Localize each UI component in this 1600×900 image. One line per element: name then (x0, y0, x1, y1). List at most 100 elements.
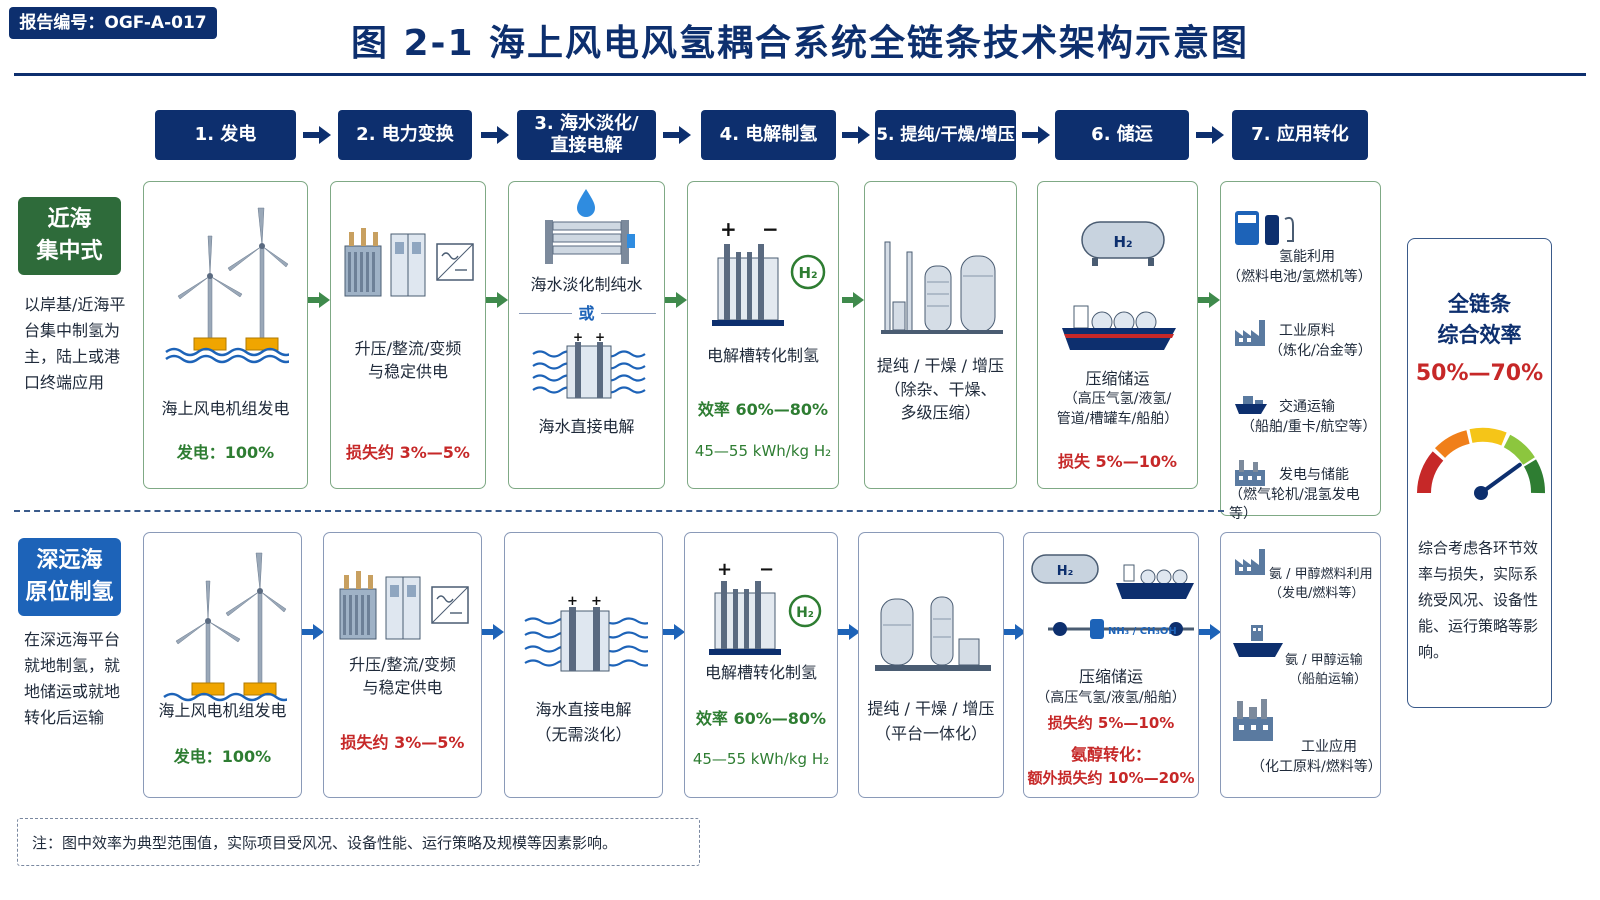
near-desal-label-b: 海水直接电解 (538, 417, 635, 436)
page-title: 图 2-1 海上风电风氢耦合系统全链条技术架构示意图 (350, 23, 1250, 64)
deep-purify-sub: （平台一体化） (874, 724, 987, 743)
near-store-sub: （高压气氢/液氢/ 管道/槽罐车/船舶） (1056, 391, 1179, 427)
step-6-storage: 6. 储运 (1055, 110, 1189, 160)
h2-glyph: H₂ (1113, 233, 1132, 251)
lng-ship-icon (1062, 305, 1176, 350)
near-purify-sub: （除杂、干燥、 多级压缩） (884, 380, 997, 422)
row-tag-deepsea: 深远海 原位制氢 (18, 538, 121, 616)
gauge-seg-yellow (1469, 427, 1507, 446)
deep-conv-label: 升压/整流/变频 与稳定供电 (349, 655, 456, 697)
arrow-right-icon (1022, 126, 1050, 144)
footnote: 注：图中效率为典型范围值，实际项目受风况、设备性能、运行策略及规模等因素影响。 (17, 818, 700, 866)
power-plant-icon (1235, 460, 1265, 486)
or-label: 或 (509, 302, 664, 325)
efficiency-desc: 综合考虑各环节效率与损失，实际系统受风况、设备性能、运行策略等影响。 (1418, 539, 1539, 661)
near-app-1-sub: （燃料电池/氢燃机等） (1227, 269, 1372, 285)
near-app-4-sub: （燃气轮机/混氢发电等） (1229, 487, 1360, 522)
near-store-metric: 损失 5%—10% (1057, 452, 1178, 471)
plus-glyph: + (595, 332, 605, 344)
step-3-desalination: 3. 海水淡化/ 直接电解 (517, 110, 656, 160)
hydrogen-tank-icon: H₂ (1031, 554, 1099, 584)
near-card-generation: 海上风电机组发电 发电：100% (143, 181, 308, 489)
near-app-3-sub: （船舶/重卡/航空等） (1241, 419, 1377, 435)
efficiency-title: 全链条 综合效率 (1437, 292, 1522, 347)
step-1-generation: 1. 发电 (155, 110, 296, 160)
near-purify-label: 提纯 / 干燥 / 增压 (876, 356, 1005, 375)
row-desc-nearshore: 以岸基/近海平台集中制氢为主，陆上或港口终端应用 (24, 295, 126, 392)
deep-card-direct-electrolysis: + + 海水直接电解 （无需淡化） (504, 532, 663, 798)
factory-icon (1235, 320, 1265, 346)
near-conv-metric: 损失约 3%—5% (346, 443, 470, 462)
deep-store-extra-title: 氨醇转化： (1070, 745, 1151, 764)
report-id-badge: 报告编号：OGF-A-017 (9, 7, 217, 39)
deep-store-label: 压缩储运 (1078, 667, 1143, 686)
deep-store-extra-metric: 额外损失约 10%—20% (1027, 769, 1195, 787)
factory-icon (1235, 549, 1265, 575)
electrolyzer-icon: + − H₂ (712, 222, 826, 326)
h2-glyph: H₂ (796, 605, 814, 621)
purification-tanks-icon (875, 596, 991, 671)
h2-glyph: H₂ (798, 264, 817, 282)
fuel-cell-icon (1235, 211, 1294, 245)
efficiency-gauge (1417, 427, 1545, 500)
gauge-seg-red (1417, 451, 1444, 494)
ship-icon (1233, 625, 1283, 657)
near-card-storage: H₂ 压缩储运 （高压气氢/液氢/ 管道/槽罐车/船舶） 损失 5%—10% (1037, 181, 1198, 489)
nh3-tag: NH₃ / CH₃OH (1108, 626, 1177, 637)
near-gen-metric: 发电：100% (176, 443, 275, 462)
chemical-plant-icon (1233, 699, 1273, 741)
flow-arrow-icon (1199, 624, 1221, 640)
row-tag-nearshore: 近海 集中式 (18, 197, 121, 275)
title-underline (14, 73, 1586, 76)
deep-card-storage: H₂ NH₃ / CH₃OH 压缩储运 （高压气氢/液氢/船舶） 损失约 5%—… (1023, 532, 1199, 798)
wind-turbine-icon (165, 207, 289, 364)
seawater-electrolysis-icon: + + (532, 332, 646, 399)
plus-glyph: + (567, 595, 578, 609)
pipeline-icon: NH₃ / CH₃OH (1048, 619, 1194, 639)
flow-arrow-icon (308, 292, 330, 308)
flow-arrow-icon (1198, 292, 1220, 308)
arrow-right-icon (303, 126, 331, 144)
flow-arrow-icon (663, 624, 685, 640)
gauge-seg-orange (1434, 430, 1470, 459)
near-conv-label: 升压/整流/变频 与稳定供电 (354, 339, 462, 381)
minus-glyph: − (759, 561, 774, 580)
deep-store-sub: （高压气氢/液氢/船舶） (1036, 690, 1186, 706)
near-app-3-title: 交通运输 (1279, 399, 1335, 415)
deep-store-metric: 损失约 5%—10% (1047, 714, 1175, 732)
plus-glyph: + (591, 595, 602, 609)
near-app-1-title: 氢能利用 (1279, 249, 1335, 265)
deep-gen-label: 海上风电机组发电 (158, 701, 287, 720)
near-store-label: 压缩储运 (1085, 369, 1150, 388)
deep-app-1-title: 氨 / 甲醇燃料利用 (1269, 567, 1373, 582)
plus-glyph: + (720, 222, 737, 241)
near-elec-label: 电解槽转化制氢 (706, 346, 819, 365)
plus-glyph: + (573, 332, 583, 344)
deep-purify-label: 提纯 / 干燥 / 增压 (867, 699, 995, 718)
flow-arrow-icon (665, 292, 687, 308)
h2-tag: H₂ (1057, 564, 1074, 579)
transformer-icon (344, 228, 474, 297)
flow-arrow-icon (482, 624, 504, 640)
deep-app-2-title: 氨 / 甲醇运输 (1285, 653, 1363, 668)
deep-elec-metric: 效率 60%—80% (695, 709, 827, 728)
arrow-right-icon (842, 126, 870, 144)
deep-card-conversion: 升压/整流/变频 与稳定供电 损失约 3%—5% (323, 532, 482, 798)
transformer-icon (339, 571, 469, 640)
deep-conv-metric: 损失约 3%—5% (340, 733, 465, 752)
flow-arrow-icon (486, 292, 508, 308)
row-divider (14, 510, 1224, 512)
deep-elec-label: 电解槽转化制氢 (704, 663, 817, 682)
near-desal-label-a: 海水淡化制纯水 (530, 275, 643, 294)
step-7-application: 7. 应用转化 (1232, 110, 1368, 160)
gauge-hub (1474, 486, 1488, 500)
near-app-2-sub: （炼化/冶金等） (1269, 343, 1372, 359)
deep-app-1-sub: （发电/燃料等） (1269, 586, 1365, 601)
deep-desal-sub: （无需淡化） (535, 725, 632, 744)
deep-app-3-title: 工业应用 (1301, 739, 1357, 755)
flow-arrow-icon (302, 624, 324, 640)
near-card-purification: 提纯 / 干燥 / 增压 （除杂、干燥、 多级压缩） (864, 181, 1017, 489)
desalination-unit-icon (545, 220, 635, 264)
hydrogen-tank-icon: H₂ (1081, 221, 1165, 266)
gauge-seg-lightgreen (1503, 434, 1535, 466)
